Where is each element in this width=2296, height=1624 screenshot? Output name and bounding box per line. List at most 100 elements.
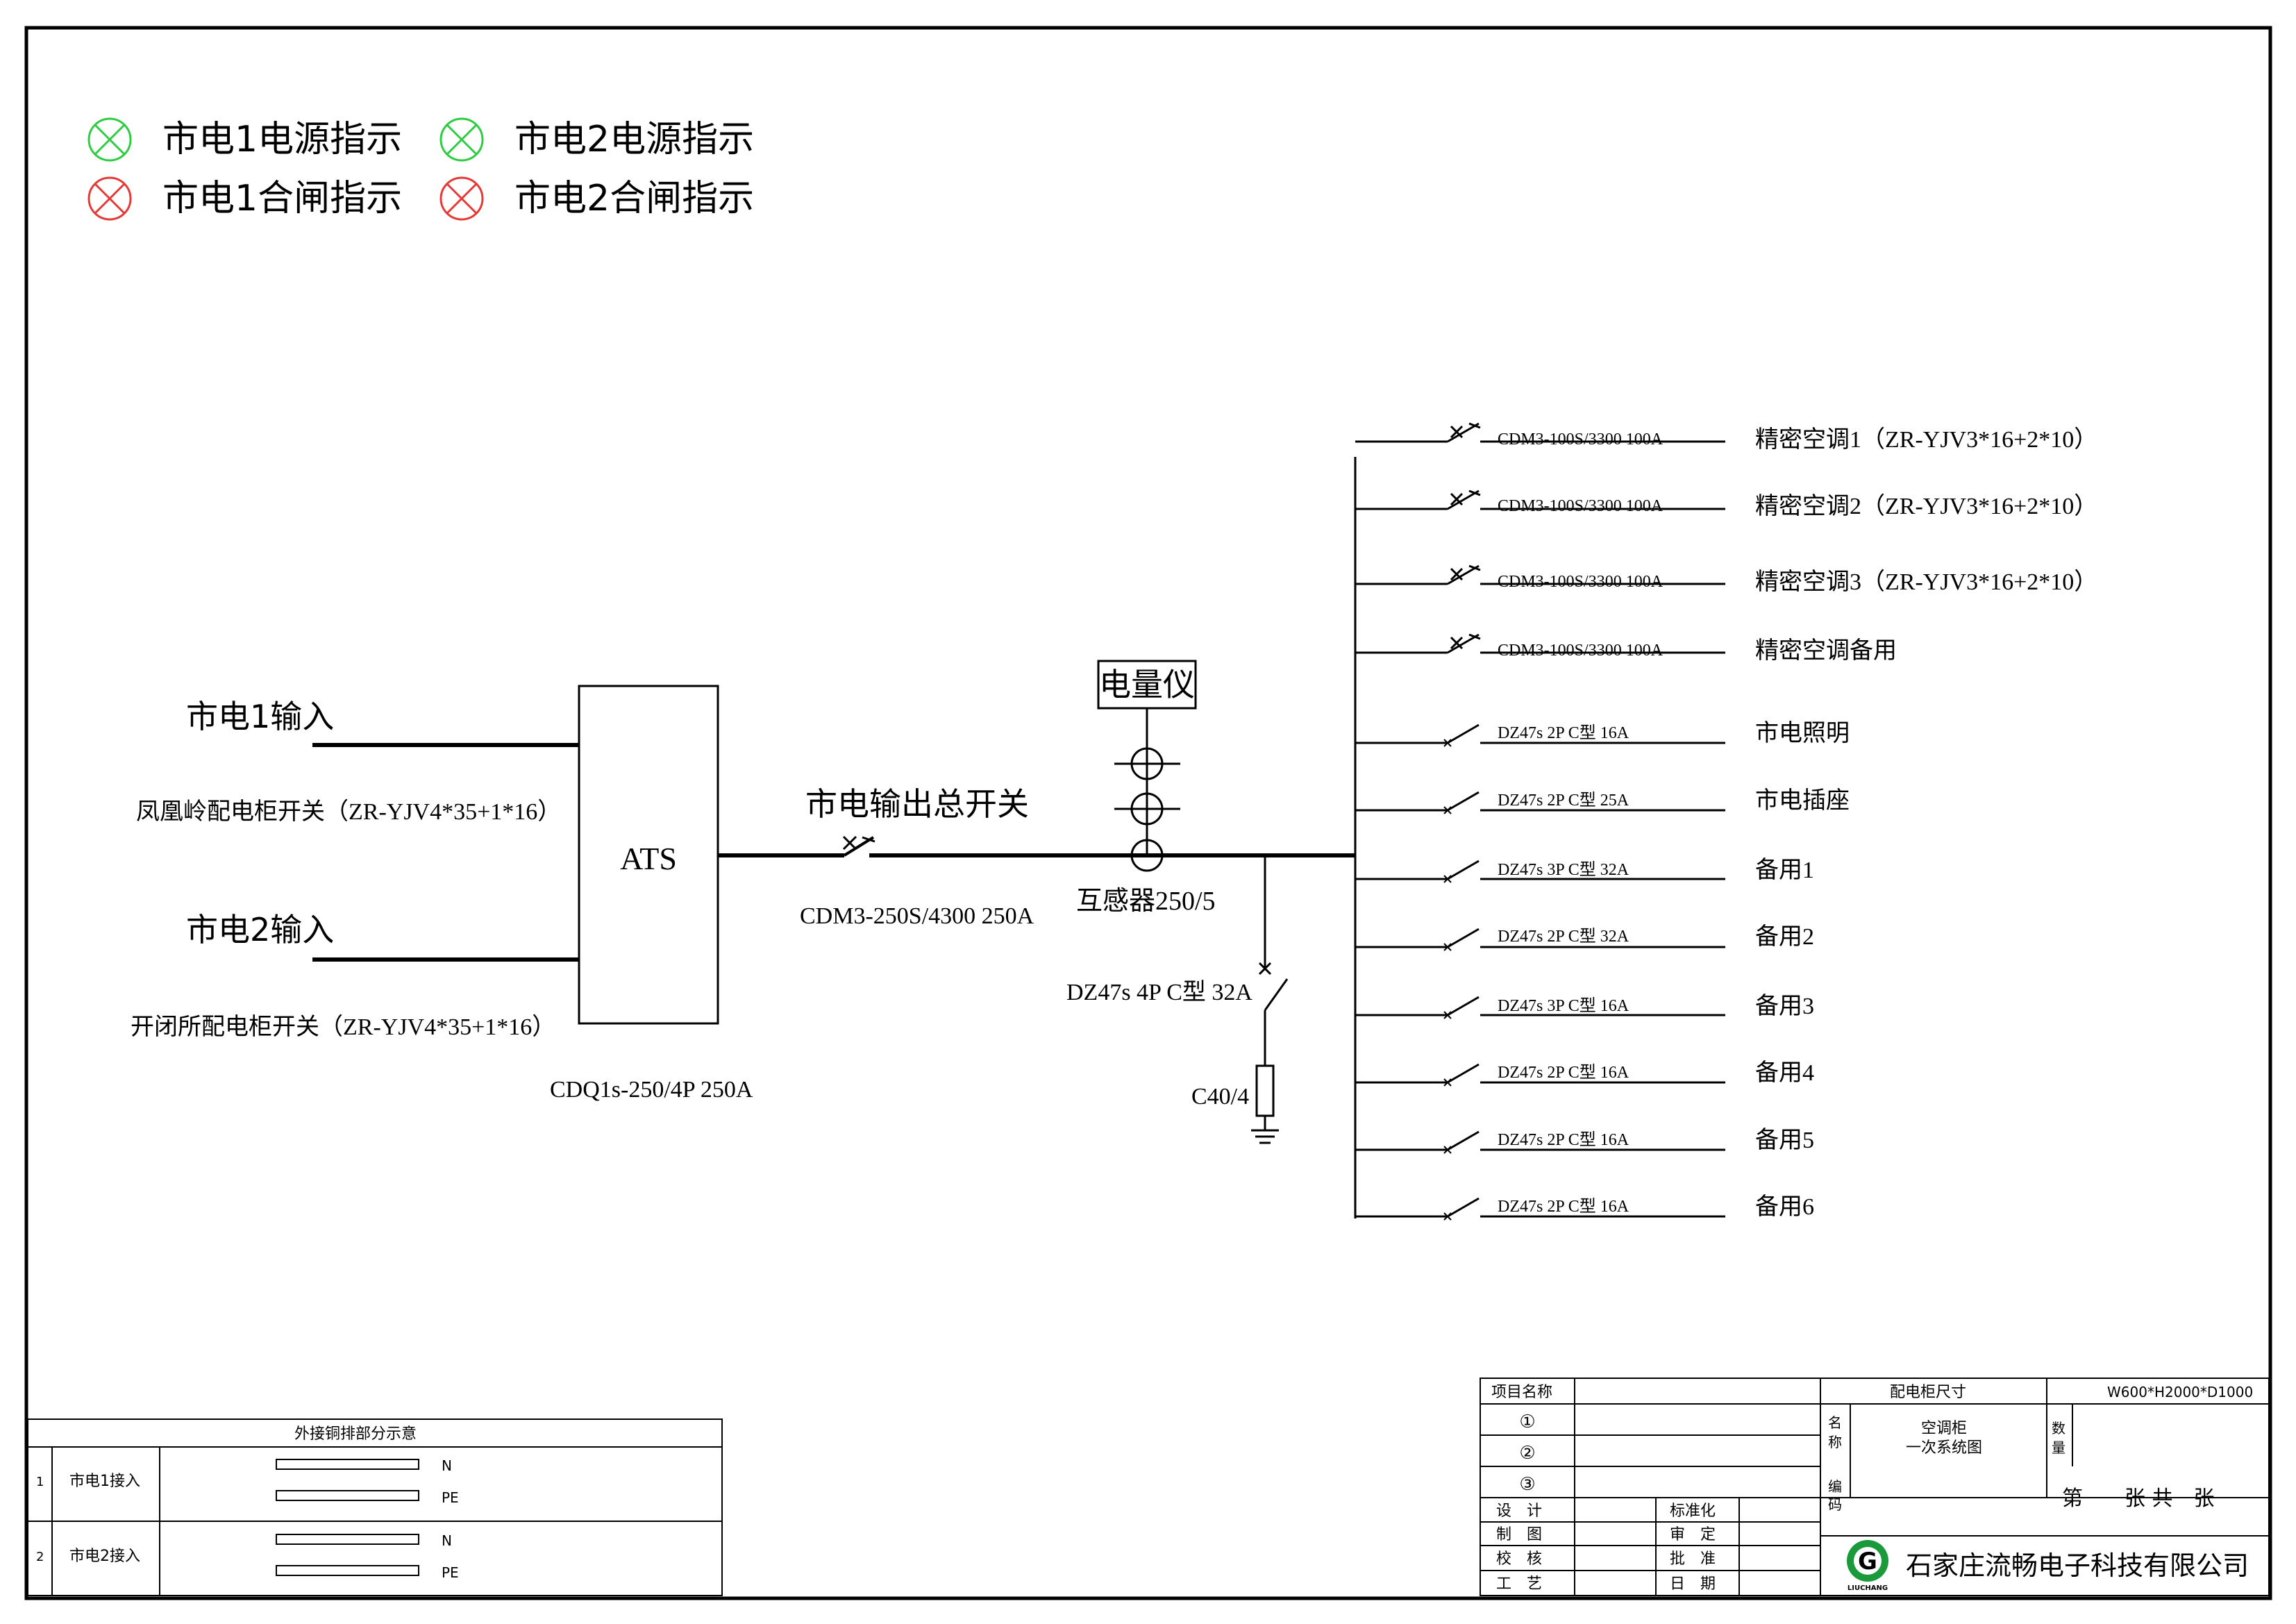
branch-breaker-model: DZ47s 2P C型 16A	[1498, 1197, 1629, 1216]
indicator-lamp-icon	[439, 176, 484, 221]
ground-icon	[1251, 1129, 1279, 1144]
branch-circuit: DZ47s 2P C型 16A 备用4	[1355, 1060, 1814, 1087]
branch-circuit: CDM3-100S/3300 100A 精密空调备用	[1355, 633, 1897, 664]
surge-protection	[1251, 855, 1289, 1144]
meter-label: 电量仪	[1099, 666, 1195, 703]
incoming-supplies: 市电1输入 凤凰岭配电柜开关（ZR-YJV4*35+1*16） 市电2输入 开闭…	[131, 698, 579, 1040]
busbar-n-label: N	[442, 1457, 452, 1474]
busbar-n-label: N	[442, 1532, 452, 1549]
name-label: 名称	[1828, 1414, 1842, 1450]
busbar-row-no: 1	[36, 1475, 44, 1489]
indicator-lamp-icon	[439, 117, 484, 162]
row-1-mark: ①	[1519, 1412, 1535, 1432]
branch-breaker-model: CDM3-100S/3300 100A	[1498, 497, 1664, 515]
std-label: 标准化	[1670, 1502, 1716, 1520]
branch-circuit: CDM3-100S/3300 100A 精密空调3（ZR-YJV3*16+2*10…	[1355, 564, 2097, 595]
busbar-n-icon	[276, 1534, 419, 1545]
company-name: 石家庄流畅电子科技有限公司	[1906, 1550, 2249, 1581]
busbar-table: 外接铜排部分示意 1 市电1接入 N PE 2 市电2接入 N PE	[27, 1418, 723, 1596]
branch-load-label: 市电插座	[1755, 787, 1850, 814]
check-label: 校 核	[1496, 1550, 1542, 1568]
branch-load-label: 备用2	[1755, 923, 1814, 950]
main-switch-label: 市电输出总开关	[805, 785, 1029, 823]
mcb-breaker-icon	[1443, 1197, 1480, 1221]
title-block-text: 项目名称 配电柜尺寸 W600*H2000*D1000 ① ② ③ 名称 空调柜…	[1491, 1384, 2253, 1593]
branch-load-label: 精密空调备用	[1755, 637, 1897, 664]
drawing-name-1: 空调柜	[1921, 1420, 1967, 1437]
branch-breaker-model: CDM3-100S/3300 100A	[1498, 642, 1664, 660]
mccb-breaker-icon	[1447, 489, 1481, 510]
logo-text: LIUCHANG	[1847, 1584, 1888, 1592]
busbar-title: 外接铜排部分示意	[294, 1425, 417, 1443]
row-3-mark: ③	[1519, 1474, 1535, 1495]
indicator-label-4: 市电2合闸指示	[514, 178, 754, 219]
main-breaker-icon	[842, 835, 875, 857]
current-transformer-icon	[1114, 747, 1180, 780]
drawing-name-2: 一次系统图	[1906, 1439, 1982, 1457]
sheet-number: 第 张 共 张	[2062, 1487, 2215, 1511]
drawing-frame	[24, 26, 2272, 1600]
energy-meter: 电量仪	[1097, 660, 1197, 855]
branch-circuit: DZ47s 2P C型 16A 市电照明	[1355, 720, 1850, 747]
branch-breaker-model: DZ47s 2P C型 32A	[1498, 927, 1629, 946]
mccb-breaker-icon	[1447, 422, 1481, 443]
mcb-breaker-icon	[1443, 1130, 1480, 1154]
branch-load-label: 市电照明	[1755, 720, 1850, 746]
branch-breaker-model: DZ47s 3P C型 32A	[1498, 860, 1629, 879]
project-name-label: 项目名称	[1491, 1384, 1552, 1401]
approve-label: 批 准	[1670, 1550, 1716, 1568]
busbar-pe-icon	[276, 1490, 419, 1501]
input2-label: 市电2输入	[186, 911, 334, 948]
branch-load-label: 备用6	[1755, 1194, 1814, 1220]
busbar-pe-label: PE	[442, 1564, 459, 1581]
branch-circuit: DZ47s 2P C型 32A 备用2	[1355, 923, 1814, 951]
ats-model: CDQ1s-250/4P 250A	[550, 1077, 753, 1103]
input1-cable: 凤凰岭配电柜开关（ZR-YJV4*35+1*16）	[136, 798, 561, 825]
qty-label: 数量	[2052, 1420, 2065, 1456]
busbar-row-name: 市电2接入	[69, 1548, 140, 1565]
company-logo-icon: G LIUCHANG	[1847, 1540, 1888, 1592]
ats-unit: ATS CDQ1s-250/4P 250A	[550, 685, 753, 1103]
branch-load-label: 备用1	[1755, 857, 1814, 883]
branch-circuits: CDM3-100S/3300 100A 精密空调1（ZR-YJV3*16+2*10…	[1355, 422, 2097, 1221]
branch-load-label: 备用5	[1755, 1127, 1814, 1153]
ats-label: ATS	[620, 841, 677, 876]
branch-circuit: CDM3-100S/3300 100A 精密空调2（ZR-YJV3*16+2*10…	[1355, 489, 2097, 519]
draw-label: 制 图	[1496, 1526, 1542, 1543]
design-label: 设 计	[1496, 1502, 1542, 1520]
busbar-row-name: 市电1接入	[69, 1473, 140, 1490]
branch-load-label: 精密空调1（ZR-YJV3*16+2*10）	[1755, 426, 2097, 453]
indicator-label-3: 市电1合闸指示	[162, 178, 402, 219]
branch-load-label: 备用3	[1755, 993, 1814, 1019]
branch-load-label: 精密空调2（ZR-YJV3*16+2*10）	[1755, 493, 2097, 519]
branch-breaker-model: DZ47s 3P C型 16A	[1498, 996, 1629, 1015]
mcb-breaker-icon	[1443, 723, 1480, 747]
current-transformer-icon	[1114, 792, 1180, 826]
input2-cable: 开闭所配电柜开关（ZR-YJV4*35+1*16）	[131, 1014, 555, 1040]
branch-load-label: 精密空调3（ZR-YJV3*16+2*10）	[1755, 569, 2097, 595]
branch-breaker-model: CDM3-100S/3300 100A	[1498, 430, 1664, 449]
branch-circuit: DZ47s 3P C型 16A 备用3	[1355, 993, 1814, 1019]
branch-breaker-model: DZ47s 2P C型 16A	[1498, 1063, 1629, 1082]
branch-breaker-model: CDM3-100S/3300 100A	[1498, 573, 1664, 591]
craft-label: 工 艺	[1496, 1575, 1542, 1593]
indicator-legend: 市电1电源指示 市电2电源指示 市电1合闸指示 市电2合闸指示	[87, 117, 754, 221]
mcb-breaker-icon	[1443, 996, 1480, 1019]
branch-circuit: DZ47s 2P C型 16A 备用6	[1355, 1194, 1814, 1221]
busbar-n-icon	[276, 1459, 419, 1470]
branch-breaker-model: DZ47s 2P C型 16A	[1498, 723, 1629, 742]
input1-label: 市电1输入	[186, 698, 334, 735]
arrester-icon	[1255, 1064, 1275, 1117]
code-label: 编码	[1828, 1478, 1842, 1513]
branch-load-label: 备用4	[1755, 1060, 1814, 1086]
size-label: 配电柜尺寸	[1890, 1384, 1966, 1401]
current-transformer-icon	[1130, 839, 1164, 872]
busbar-pe-label: PE	[442, 1489, 459, 1506]
svg-text:G: G	[1858, 1548, 1877, 1575]
main-switch-model: CDM3-250S/4300 250A	[800, 903, 1034, 929]
spd-breaker-model: DZ47s 4P C型 32A	[1066, 980, 1252, 1005]
spd-breaker-icon	[1264, 978, 1289, 1011]
row-2-mark: ②	[1519, 1443, 1535, 1464]
